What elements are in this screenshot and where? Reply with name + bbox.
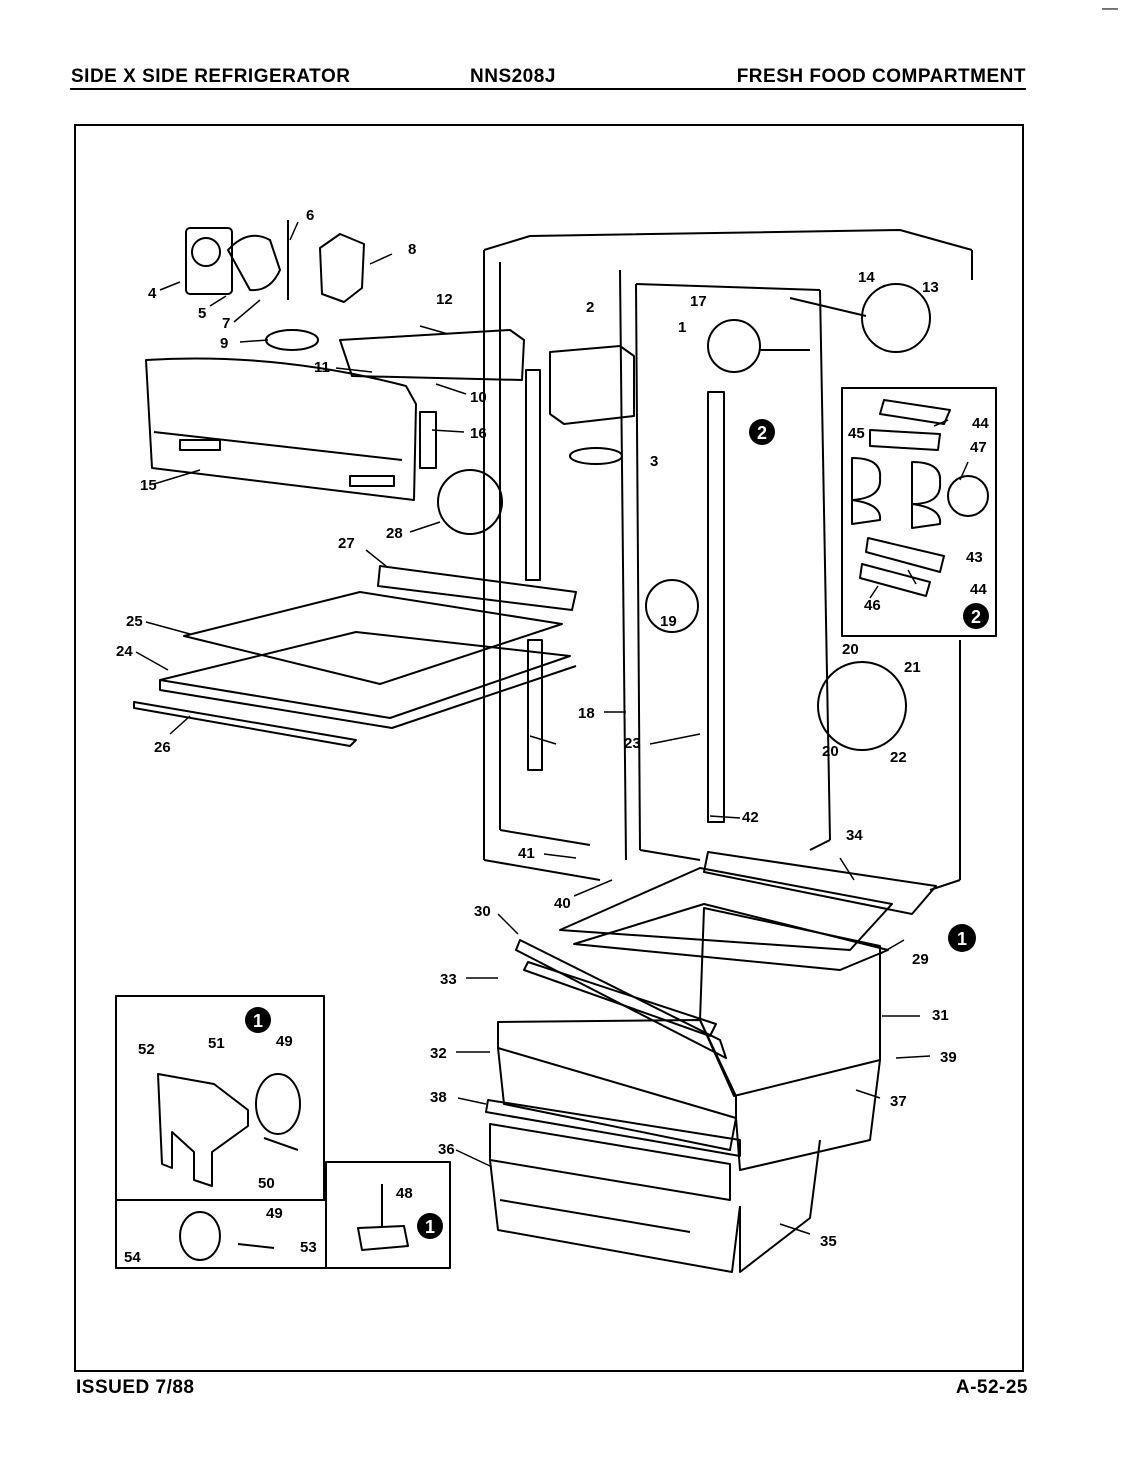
marker-one-inset: 1 <box>253 1011 263 1031</box>
callout: 8 <box>408 241 416 258</box>
inset-detail-one <box>115 995 451 1269</box>
callout: 20 <box>842 641 859 658</box>
callout: 4 <box>148 285 157 302</box>
callout: 38 <box>430 1089 447 1106</box>
callout: 23 <box>624 735 641 752</box>
leader-lines <box>135 221 969 1235</box>
header-section: FRESH FOOD COMPARTMENT <box>736 66 1026 87</box>
marker-one-leveler: 1 <box>425 1217 435 1237</box>
callout: 17 <box>690 293 707 310</box>
callout: 44 <box>970 581 987 598</box>
callout: 13 <box>922 279 939 296</box>
callout: 26 <box>154 739 171 756</box>
callout: 10 <box>470 389 487 406</box>
callout: 14 <box>858 269 875 286</box>
callout: 22 <box>890 749 907 766</box>
cabinet-outline <box>483 229 973 891</box>
glass-shelf <box>133 469 577 747</box>
callout: 44 <box>972 415 989 432</box>
callout: 47 <box>970 439 987 456</box>
callout: 29 <box>912 951 929 968</box>
callout: 37 <box>890 1093 907 1110</box>
reference-markers: 2 2 1 1 1 <box>245 419 989 1239</box>
callout: 51 <box>208 1035 225 1052</box>
callout: 28 <box>386 525 403 542</box>
callout: 2 <box>586 299 594 316</box>
light-shield <box>145 357 437 501</box>
callout: 9 <box>220 335 228 352</box>
callout: 45 <box>848 425 865 442</box>
crisper-drawers <box>485 903 889 1273</box>
callout: 35 <box>820 1233 837 1250</box>
callout: 19 <box>660 613 677 630</box>
callout: 6 <box>306 207 314 224</box>
light-assembly <box>185 220 525 381</box>
callout: 32 <box>430 1045 447 1062</box>
callout: 5 <box>198 305 206 322</box>
callout: 34 <box>846 827 863 844</box>
callout: 16 <box>470 425 487 442</box>
callout: 3 <box>650 453 658 470</box>
callout: 49 <box>266 1205 283 1222</box>
diagram-frame <box>74 124 1024 1372</box>
marker-one-cabinet: 1 <box>957 929 967 949</box>
crisper-cover <box>515 851 937 1059</box>
callout: 12 <box>436 291 453 308</box>
callout: 36 <box>438 1141 455 1158</box>
callout: 30 <box>474 903 491 920</box>
callout: 25 <box>126 613 143 630</box>
callout: 18 <box>578 705 595 722</box>
callout: 15 <box>140 477 157 494</box>
callout: 11 <box>314 359 330 376</box>
callout: 33 <box>440 971 457 988</box>
callout: 7 <box>222 315 230 332</box>
marker-two-cabinet: 2 <box>757 423 767 443</box>
control-box <box>549 345 635 465</box>
footer-page-code: A-52-25 <box>955 1377 1028 1398</box>
callout: 43 <box>966 549 983 566</box>
callout: 46 <box>864 597 881 614</box>
inset-detail-two <box>841 387 997 637</box>
corner-mark: — <box>1102 0 1118 17</box>
header-rule <box>70 88 1026 90</box>
part-callouts: 1 2 3 4 5 6 7 8 9 10 11 12 13 14 15 16 1… <box>116 207 989 1266</box>
detail-circles <box>645 283 931 751</box>
header-title: SIDE X SIDE REFRIGERATOR <box>71 66 351 87</box>
marker-two-inset: 2 <box>971 607 981 627</box>
callout: 21 <box>904 659 921 676</box>
callout: 52 <box>138 1041 155 1058</box>
callout: 31 <box>932 1007 949 1024</box>
callout: 48 <box>396 1185 413 1202</box>
callout: 54 <box>124 1249 141 1266</box>
callout: 42 <box>742 809 759 826</box>
callout: 50 <box>258 1175 275 1192</box>
callout: 53 <box>300 1239 317 1256</box>
callout: 27 <box>338 535 355 552</box>
header-model: NNS208J <box>470 66 556 87</box>
callout: 40 <box>554 895 571 912</box>
shelf-ladder <box>525 369 725 823</box>
callout: 41 <box>518 845 535 862</box>
callout: 20 <box>822 743 839 760</box>
callout: 24 <box>116 643 133 660</box>
callout: 39 <box>940 1049 957 1066</box>
callout: 1 <box>678 319 686 336</box>
callout: 49 <box>276 1033 293 1050</box>
footer-issued: ISSUED 7/88 <box>76 1377 195 1398</box>
